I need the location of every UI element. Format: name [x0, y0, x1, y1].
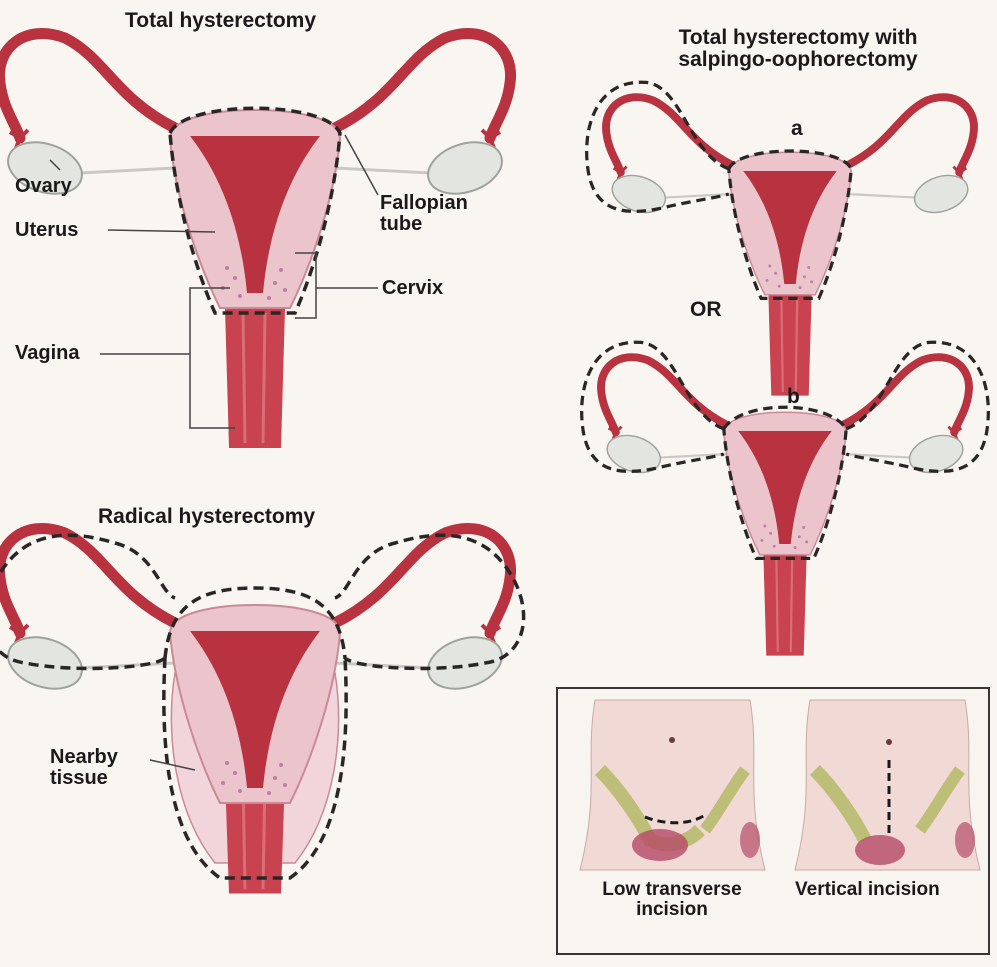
low-transverse-label: Low transverse incision — [572, 880, 772, 920]
vertical-incision-label: Vertical incision — [795, 880, 940, 900]
low-transverse-torso — [580, 700, 765, 870]
salpingo-title: Total hysterectomy with salpingo-oophore… — [622, 27, 974, 71]
option-or-label: OR — [690, 299, 722, 321]
fallopian-line2: tube — [380, 214, 468, 235]
cervix-label: Cervix — [382, 278, 443, 299]
vagina-label: Vagina — [15, 343, 79, 364]
salpingo-title-line1: Total hysterectomy with — [622, 27, 974, 49]
fallopian-line1: Fallopian — [380, 193, 468, 214]
fallopian-tube-label: Fallopian tube — [380, 193, 468, 235]
option-b-label: b — [787, 386, 800, 408]
radical-hysterectomy-illustration — [0, 529, 524, 894]
ovary-label: Ovary — [15, 176, 72, 197]
nearby-line1: Nearby — [50, 747, 118, 768]
salpingo-title-line2: salpingo-oophorectomy — [622, 49, 974, 71]
option-a-label: a — [791, 118, 803, 140]
vertical-torso — [795, 700, 980, 870]
nearby-tissue-label: Nearby tissue — [50, 747, 118, 789]
radical-hysterectomy-title: Radical hysterectomy — [98, 506, 315, 528]
uterus-label: Uterus — [15, 220, 78, 241]
nearby-line2: tissue — [50, 768, 118, 789]
total-hysterectomy-title: Total hysterectomy — [125, 10, 316, 32]
low-transverse-line2: incision — [572, 900, 772, 920]
low-transverse-line1: Low transverse — [572, 880, 772, 900]
